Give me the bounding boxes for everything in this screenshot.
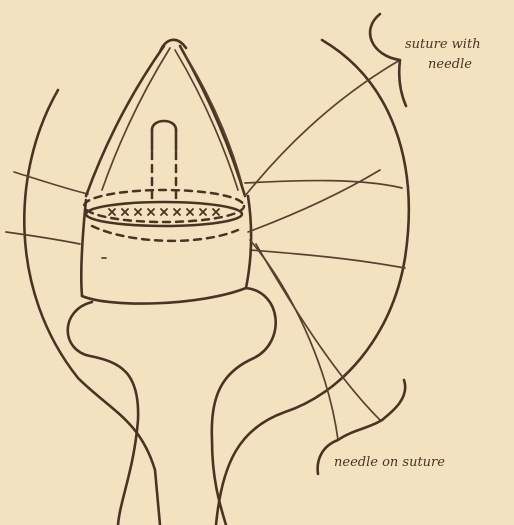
stitch-mark — [161, 209, 167, 215]
stitch-mark — [200, 209, 206, 215]
catheter-top — [152, 121, 176, 130]
stitch-mark — [213, 209, 219, 215]
suture-strand-upper — [245, 60, 400, 196]
vault-base — [82, 288, 246, 304]
lower-organ-outline — [68, 302, 138, 525]
forceps-left-blade-inner — [102, 48, 170, 190]
stitch-marks — [109, 209, 219, 215]
stitch-mark — [122, 209, 128, 215]
vault-dome-right — [246, 196, 251, 288]
label-suture-with-needle-2: needle — [428, 57, 472, 72]
right-fold-band-upper — [245, 181, 402, 188]
label-suture-with-needle-1: suture with — [405, 37, 481, 52]
left-fold-band-lower — [6, 232, 80, 244]
stitch-mark — [148, 209, 154, 215]
label-needle-on-suture: needle on suture — [334, 455, 445, 470]
stitch-mark — [187, 209, 193, 215]
suture-strand-middle — [248, 170, 380, 232]
right-fold-band-lower — [250, 250, 405, 268]
forceps-right-blade-inner — [175, 50, 238, 190]
stitch-mark — [109, 209, 115, 215]
stitch-mark — [135, 209, 141, 215]
forceps-left-blade — [86, 46, 164, 196]
outer-left-contour — [24, 90, 160, 525]
outer-right-contour — [216, 40, 409, 525]
stitch-mark — [174, 209, 180, 215]
purse-string-ring-lower — [92, 226, 238, 241]
